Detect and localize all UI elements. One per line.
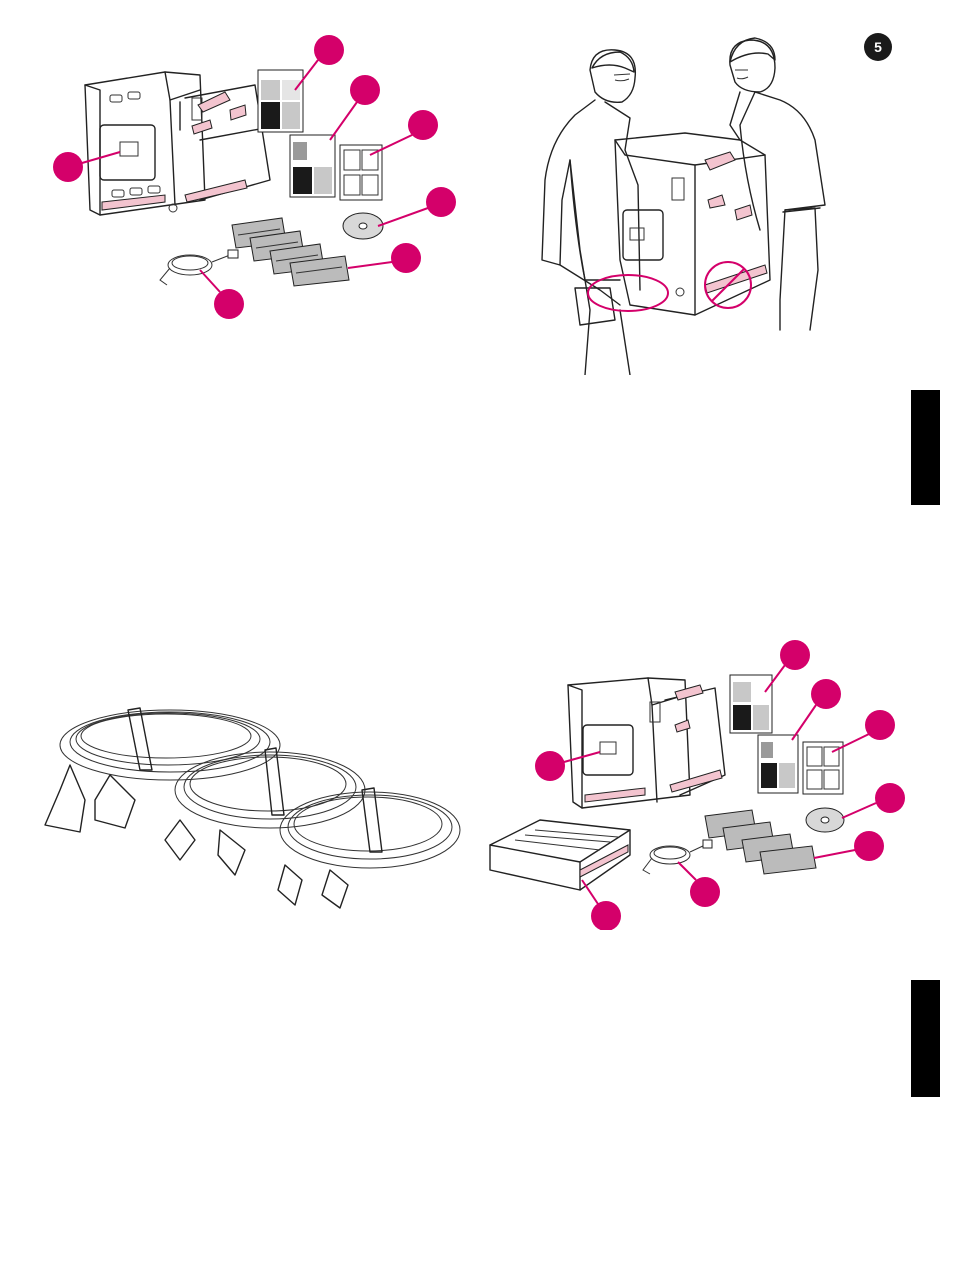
toner-cartridges-icon (705, 810, 816, 874)
page-number-badge: 5 (864, 33, 892, 61)
printer-icon (85, 72, 270, 215)
power-cord-icon (643, 840, 712, 874)
parallel-cable-icon (45, 708, 280, 832)
toner-cartridges-icon (232, 218, 349, 286)
side-tab-bottom (911, 980, 940, 1097)
figure-interface-cables (40, 690, 470, 920)
power-cord-icon (160, 250, 238, 285)
booklet-icon (290, 135, 335, 197)
cd-icon (806, 808, 844, 832)
phone-cable-icon (278, 788, 460, 908)
figure-box-contents-with-tray (480, 630, 910, 930)
person-icon (730, 38, 825, 330)
paper-tray-icon (490, 820, 630, 890)
callouts (53, 35, 456, 319)
cd-icon (343, 213, 383, 239)
figure-lifting-printer (530, 30, 850, 375)
side-tab-top (911, 390, 940, 505)
booklet-icon (758, 735, 798, 793)
printer-icon (568, 678, 725, 808)
figure-box-contents (40, 30, 470, 330)
booklet-icon (258, 70, 303, 132)
booklet-icon (730, 675, 772, 733)
person-icon (542, 50, 640, 375)
